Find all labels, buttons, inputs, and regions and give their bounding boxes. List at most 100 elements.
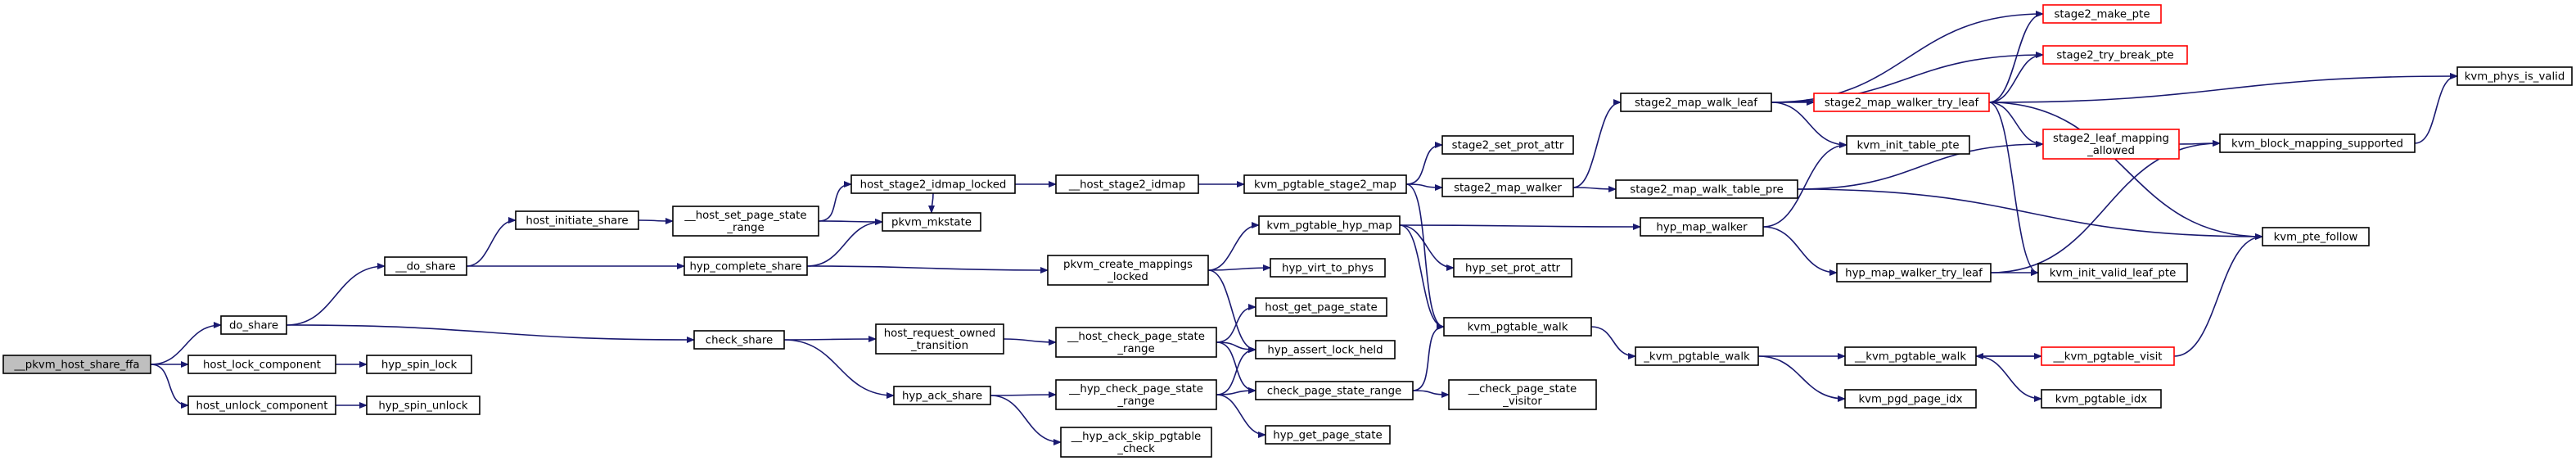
function-node[interactable]: kvm_phys_is_valid — [2456, 66, 2573, 86]
node-label: __kvm_pgtable_visit — [2052, 351, 2162, 364]
function-node[interactable]: hyp_get_page_state — [1265, 425, 1391, 445]
function-node[interactable]: __do_share — [384, 256, 467, 276]
call-edge — [1207, 269, 1256, 353]
node-label: __do_share — [395, 261, 455, 273]
node-label: check_share — [706, 335, 773, 347]
function-node[interactable]: stage2_set_prot_attr — [1441, 135, 1574, 155]
function-node[interactable]: host_get_page_state — [1255, 297, 1387, 317]
edge-line — [1572, 185, 1617, 192]
function-node[interactable]: host_lock_component — [187, 355, 336, 374]
call-edge — [1216, 304, 1256, 343]
function-node[interactable]: hyp_ack_share — [893, 386, 991, 405]
function-node[interactable]: kvm_pte_follow — [2262, 227, 2370, 246]
function-node[interactable]: kvm_pgtable_walk — [1443, 317, 1592, 337]
node-label: check_page_state_range — [1267, 386, 1401, 398]
node-box — [2037, 263, 2188, 282]
function-node[interactable]: hyp_complete_share — [683, 256, 808, 276]
edge-line — [1399, 224, 1455, 271]
call-edge — [466, 217, 517, 267]
function-node[interactable]: __host_check_page_state_range — [1055, 327, 1217, 358]
edge-line — [1988, 73, 2458, 103]
function-node[interactable]: check_share — [693, 330, 785, 350]
function-node[interactable]: check_page_state_range — [1255, 381, 1414, 400]
function-node[interactable]: pkvm_create_mappings_locked — [1047, 255, 1209, 286]
node-box — [1255, 297, 1387, 317]
function-node[interactable]: hyp_map_walker — [1640, 217, 1764, 237]
call-edge — [1988, 52, 2044, 103]
function-node[interactable]: hyp_assert_lock_held — [1255, 340, 1396, 359]
function-node[interactable]: hyp_spin_unlock — [366, 395, 480, 415]
node-box — [2042, 45, 2188, 65]
node-label: host_get_page_state — [1265, 302, 1377, 314]
call-edge — [1412, 323, 1445, 391]
function-node[interactable]: kvm_pgtable_idx — [2041, 389, 2162, 409]
edge-line — [1771, 102, 1847, 148]
function-node[interactable]: kvm_pgtable_stage2_map — [1243, 174, 1407, 194]
edge-line — [1797, 188, 2263, 240]
function-node[interactable]: __kvm_pgtable_walk — [1844, 346, 1977, 366]
function-node[interactable]: __host_set_page_state_range — [672, 206, 819, 237]
call-edge — [150, 322, 222, 365]
function-node[interactable]: kvm_init_table_pte — [1846, 135, 1970, 155]
function-node[interactable]: hyp_virt_to_phys — [1270, 258, 1386, 278]
node-label: stage2_map_walk_leaf — [1635, 97, 1757, 110]
node-box — [1640, 217, 1764, 237]
node-label: stage2_try_break_pte — [2056, 50, 2173, 62]
node-box — [2, 355, 151, 374]
function-node[interactable]: kvm_pgd_page_idx — [1844, 389, 1977, 409]
function-node[interactable]: host_request_owned_transition — [875, 323, 1004, 355]
edge-line — [466, 217, 517, 267]
function-node[interactable]: kvm_init_valid_leaf_pte — [2037, 263, 2188, 282]
node-box — [1620, 93, 1772, 112]
call-edge — [1399, 224, 1455, 271]
function-node[interactable]: __check_page_state_visitor — [1448, 379, 1597, 410]
node-box — [1846, 135, 1970, 155]
edge-line — [1988, 102, 2263, 240]
edge-line — [990, 395, 1062, 445]
node-label: host_stage2_idmap_locked — [860, 179, 1007, 192]
function-node[interactable]: stage2_map_walker — [1441, 178, 1574, 197]
function-node[interactable]: hyp_set_prot_attr — [1453, 258, 1572, 278]
edge-line — [806, 219, 883, 267]
function-node[interactable]: hyp_spin_lock — [366, 355, 472, 374]
edge-line — [783, 339, 895, 399]
function-node[interactable]: stage2_leaf_mapping_allowed — [2042, 129, 2180, 160]
function-node[interactable]: stage2_map_walker_try_leaf — [1813, 93, 1990, 112]
call-edge — [1572, 99, 1622, 188]
function-node[interactable]: hyp_map_walker_try_leaf — [1836, 263, 1992, 282]
function-node[interactable]: stage2_map_walk_leaf — [1620, 93, 1772, 112]
node-box — [1836, 263, 1992, 282]
function-node[interactable]: _kvm_pgtable_walk — [1635, 346, 1759, 366]
edge-line — [1771, 11, 2044, 103]
node-label: kvm_pte_follow — [2274, 232, 2358, 244]
node-box — [2262, 227, 2370, 246]
node-label: _range — [1117, 395, 1154, 408]
node-box — [1055, 327, 1217, 358]
node-box — [1448, 379, 1597, 410]
edge-line — [783, 336, 877, 343]
function-node[interactable]: __kvm_pgtable_visit — [2041, 346, 2175, 366]
function-node[interactable]: __pkvm_host_share_ffa — [2, 355, 151, 374]
function-node[interactable]: do_share — [220, 315, 287, 335]
function-node[interactable]: host_unlock_component — [187, 395, 336, 415]
function-node[interactable]: __host_stage2_idmap — [1055, 174, 1199, 194]
node-label: stage2_map_walker — [1454, 183, 1562, 195]
edge-line — [1988, 11, 2044, 103]
edge-line — [1988, 102, 2039, 276]
function-node[interactable]: pkvm_mkstate — [882, 212, 981, 232]
function-node[interactable]: __hyp_ack_skip_pgtable_check — [1060, 427, 1212, 458]
function-node[interactable]: __hyp_check_page_state_range — [1055, 379, 1217, 410]
edge-line — [1572, 99, 1622, 188]
edge-line — [1762, 226, 1838, 276]
function-node[interactable]: host_initiate_share — [515, 210, 639, 230]
node-box — [1255, 381, 1414, 400]
function-node[interactable]: kvm_pgtable_hyp_map — [1258, 215, 1401, 235]
function-node[interactable]: kvm_block_mapping_supported — [2219, 133, 2416, 153]
node-box — [1615, 179, 1798, 199]
node-box — [1055, 174, 1199, 194]
function-node[interactable]: stage2_try_break_pte — [2042, 45, 2188, 65]
function-node[interactable]: stage2_make_pte — [2042, 4, 2162, 24]
function-node[interactable]: host_stage2_idmap_locked — [850, 174, 1016, 194]
function-node[interactable]: stage2_map_walk_table_pre — [1615, 179, 1798, 199]
